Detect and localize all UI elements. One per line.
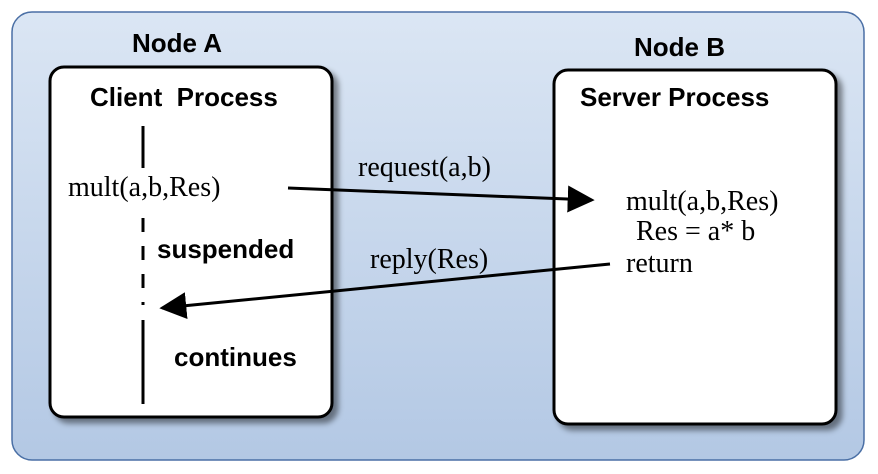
request-arrow [287,185,595,213]
node-b-title: Node B [634,32,725,62]
client-call-text: mult(a,b,Res) [68,172,220,203]
client-process-title: Client Process [90,82,278,112]
continues-label: continues [174,342,297,372]
server-call-text: mult(a,b,Res) [626,186,778,217]
node-a-title: Node A [132,28,222,58]
server-process-box [552,68,838,426]
server-process-title: Server Process [580,82,769,112]
suspended-label: suspended [157,234,294,264]
server-compute-text: Res = a* b [636,216,755,247]
request-label: request(a,b) [358,152,491,183]
reply-arrow [159,262,611,320]
client-process-box [48,65,334,419]
reply-label: reply(Res) [370,244,488,275]
server-return-text: return [626,248,693,279]
